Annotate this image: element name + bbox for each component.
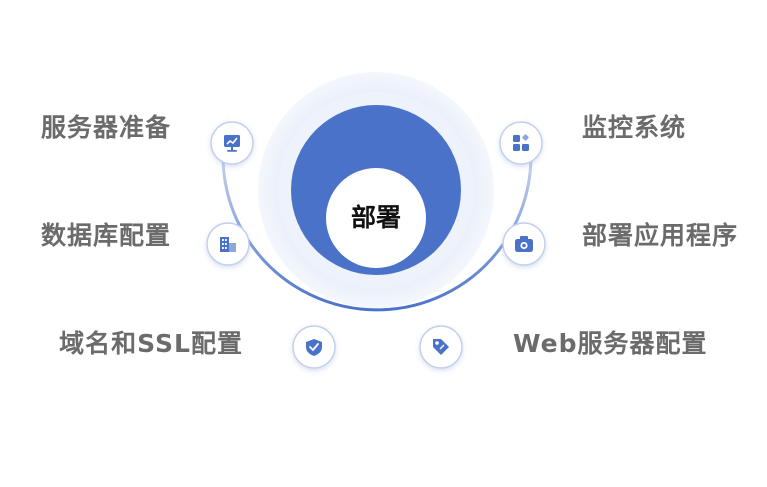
node-badge-1 (206, 222, 250, 266)
app-grid-icon (513, 134, 529, 151)
center-title: 部署 (350, 203, 401, 232)
node-badge-3 (419, 325, 463, 369)
shield-check-icon (306, 339, 322, 356)
node-badge-4 (502, 222, 546, 266)
monitor-chart-icon (224, 135, 240, 152)
node-badge-0 (210, 121, 254, 165)
node-badge-2 (292, 325, 336, 369)
node-badge-5 (499, 121, 543, 165)
node-label-web-server: Web服务器配置 (513, 329, 708, 358)
center-core (326, 168, 426, 268)
node-label-domain-ssl: 域名和SSL配置 (59, 329, 243, 358)
node-label-server-prep: 服务器准备 (40, 113, 171, 142)
connector-arc (221, 103, 533, 312)
camera-icon (515, 236, 533, 252)
node-label-database: 数据库配置 (40, 221, 171, 250)
node-label-monitoring: 监控系统 (582, 113, 687, 142)
tag-icon (433, 339, 449, 355)
building-icon (220, 237, 236, 252)
node-label-deploy-app: 部署应用程序 (582, 221, 739, 250)
